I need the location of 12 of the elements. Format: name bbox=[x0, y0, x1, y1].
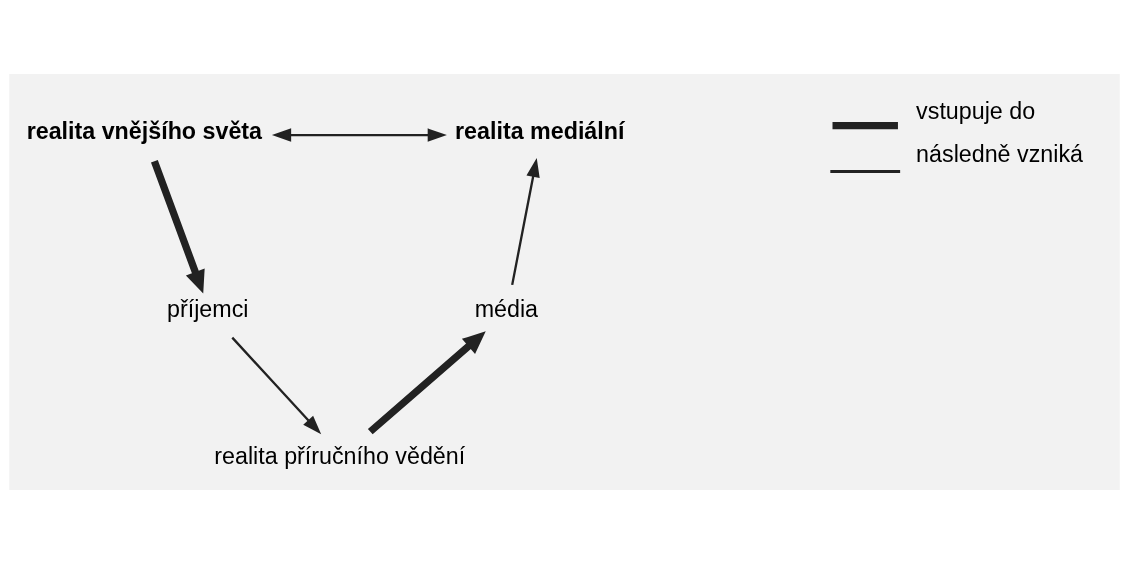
node-text: média bbox=[474, 295, 539, 322]
arrow bbox=[231, 336, 322, 434]
arrow bbox=[511, 157, 540, 285]
legend-label: vstupuje do bbox=[916, 97, 1036, 124]
node-text: realita příručního vědění bbox=[214, 442, 466, 469]
node-text: realita mediální bbox=[455, 117, 625, 144]
arrow bbox=[271, 127, 447, 142]
legend-label: následně vzniká bbox=[916, 140, 1083, 167]
node-text: realita vnějšího světa bbox=[26, 117, 263, 144]
node-text: příjemci bbox=[167, 295, 249, 322]
arrow bbox=[151, 159, 205, 293]
arrow bbox=[367, 330, 486, 434]
